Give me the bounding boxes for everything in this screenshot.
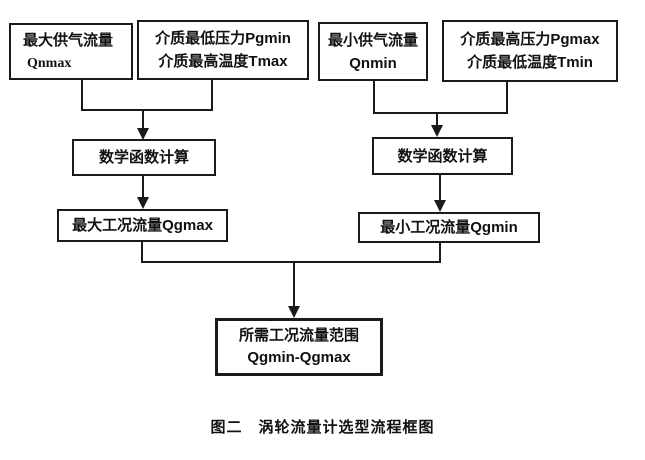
node-min-supply-flow: 最小供气流量 Qnmin (318, 22, 428, 81)
arrowhead-icon (288, 306, 300, 318)
connector-left-top-merge (81, 80, 213, 140)
figure-caption: 图二 涡轮流量计选型流程框图 (210, 419, 435, 436)
node-label: 最大工况流量Qgmax (72, 217, 213, 234)
node-label: 数学函数计算 (98, 149, 189, 166)
node-label: 最大供气流量 (23, 31, 114, 49)
arrowhead-icon (137, 128, 149, 140)
arrowhead-icon (434, 200, 446, 212)
connector-right-top-merge (373, 81, 508, 137)
node-math-calc-right: 数学函数计算 (372, 137, 513, 175)
node-min-operating-flow: 最小工况流量Qgmin (358, 212, 540, 243)
node-min-pressure-max-temp: 介质最低压力Pgmin 介质最高温度Tmax (137, 20, 309, 80)
connector-calc-right-to-qgmin (434, 175, 446, 212)
node-label: 介质最低温度Tmin (467, 54, 593, 71)
node-label: 最小工况流量Qgmin (380, 219, 518, 236)
node-max-supply-flow: 最大供气流量 Qnmax (9, 23, 133, 80)
connector-bottom-merge (141, 242, 441, 318)
node-label: 最小供气流量 (327, 31, 418, 49)
node-label: 介质最高温度Tmax (158, 53, 288, 70)
node-label: 介质最高压力Pgmax (460, 31, 600, 48)
arrowhead-icon (431, 125, 443, 137)
node-max-operating-flow: 最大工况流量Qgmax (57, 209, 228, 242)
node-label: 介质最低压力Pgmin (155, 30, 291, 47)
node-label: 所需工况流量范围 (238, 327, 359, 344)
connector-calc-left-to-qgmax (137, 176, 149, 209)
arrowhead-icon (137, 197, 149, 209)
node-label: Qnmin (349, 54, 397, 72)
node-max-pressure-min-temp: 介质最高压力Pgmax 介质最低温度Tmin (442, 20, 618, 82)
node-label: Qnmax (27, 55, 72, 71)
node-label: 数学函数计算 (397, 147, 488, 165)
node-math-calc-left: 数学函数计算 (72, 139, 216, 176)
node-label: Qgmin-Qgmax (247, 349, 351, 366)
node-required-flow-range: 所需工况流量范围 Qgmin-Qgmax (215, 318, 383, 376)
